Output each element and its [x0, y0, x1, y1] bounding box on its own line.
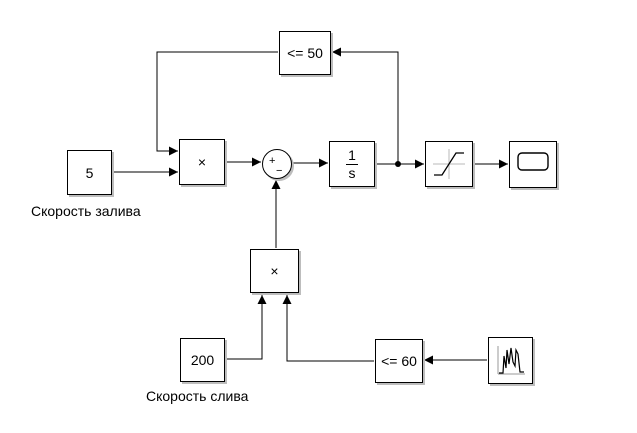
sum-block[interactable]: + − [262, 149, 292, 179]
compare-label: <= 50 [287, 45, 323, 61]
constant-block-drain[interactable]: 200 [180, 338, 225, 382]
integrator-fraction: 1 s [346, 146, 358, 181]
product-symbol: × [270, 263, 279, 279]
fraction-bar [346, 163, 358, 165]
saturation-icon [433, 149, 465, 179]
product-block-top[interactable]: × [179, 139, 225, 185]
saturation-block[interactable] [425, 141, 473, 187]
constant-value: 5 [85, 164, 94, 181]
integrator-block[interactable]: 1 s [329, 141, 375, 187]
compare-label: <= 60 [381, 353, 417, 369]
integrator-numerator: 1 [348, 146, 356, 163]
constant-drain-caption: Скорость слива [146, 388, 249, 404]
compare-block-bottom[interactable]: <= 60 [375, 339, 423, 383]
line-compare-bottom-to-product [282, 295, 374, 362]
sum-minus-sign: − [276, 165, 283, 177]
signal-source-icon [497, 345, 525, 374]
integrator-denominator: s [348, 164, 356, 181]
product-symbol: × [197, 154, 207, 170]
constant-value: 200 [190, 352, 215, 368]
product-block-bottom[interactable]: × [250, 249, 299, 293]
constant-fill-caption: Скорость залива [31, 203, 141, 219]
sum-plus-sign: + [269, 155, 276, 167]
scope-icon [517, 151, 549, 171]
signal-source-block[interactable] [488, 337, 533, 384]
compare-block-top[interactable]: <= 50 [279, 31, 331, 75]
line-const-drain-to-product [226, 295, 267, 360]
line-compare-top-to-product [156, 51, 278, 156]
line-branch-to-compare-top [332, 47, 399, 164]
branch-point [395, 161, 401, 167]
scope-block[interactable] [509, 141, 557, 188]
constant-block-fill[interactable]: 5 [67, 150, 112, 195]
